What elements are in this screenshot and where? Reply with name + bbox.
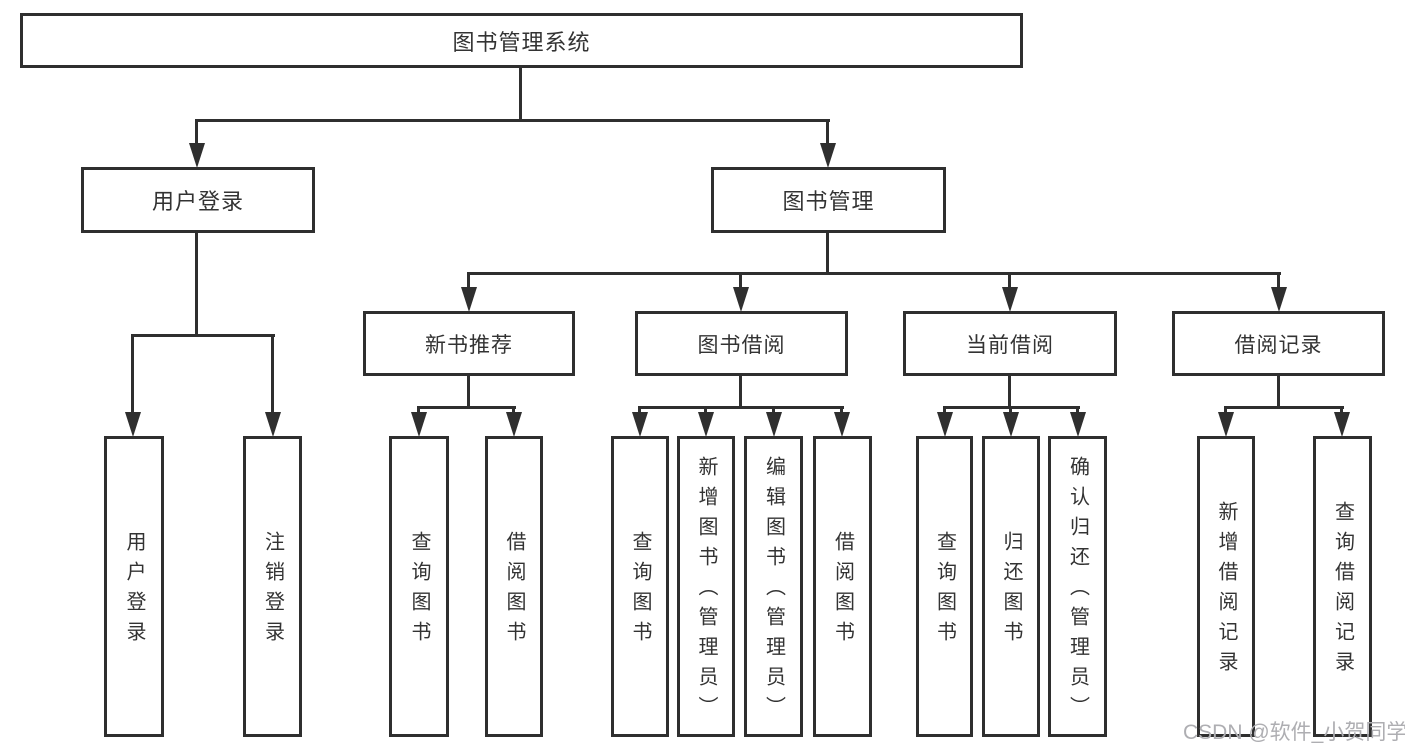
leaf-user-login: 用户登录 — [104, 436, 164, 737]
leaf-query-books-recommend: 查询图书 — [389, 436, 449, 737]
connector-line — [1008, 374, 1011, 409]
leaf-confirm-return-admin: 确认归还（管理员） — [1048, 436, 1107, 737]
arrow-head — [733, 287, 749, 312]
connector-line — [195, 231, 198, 337]
leaf-borrow-books: 借阅图书 — [813, 436, 872, 737]
leaf-add-borrow-record: 新增借阅记录 — [1197, 436, 1255, 737]
leaf-query-books-borrow: 查询图书 — [611, 436, 669, 737]
arrow-head — [1070, 412, 1086, 437]
connector-line — [467, 272, 470, 290]
arrow-head — [698, 412, 714, 437]
connector-line — [131, 334, 275, 337]
node-current-borrowing: 当前借阅 — [903, 311, 1117, 376]
connector-line — [195, 119, 198, 149]
arrow-head — [506, 412, 522, 437]
arrow-head — [1334, 412, 1350, 437]
connector-line — [417, 406, 516, 409]
connector-line — [1008, 272, 1011, 290]
arrow-head — [1002, 287, 1018, 312]
connector-line — [826, 231, 829, 275]
connector-line — [467, 374, 470, 409]
node-library-management-system: 图书管理系统 — [20, 13, 1023, 68]
leaf-edit-books-admin: 编辑图书（管理员） — [744, 436, 803, 737]
arrow-head — [189, 143, 205, 168]
node-new-book-recommend: 新书推荐 — [363, 311, 575, 376]
arrow-head — [1271, 287, 1287, 312]
connector-line — [467, 272, 1281, 275]
connector-line — [826, 119, 829, 149]
connector-line — [131, 334, 134, 416]
connector-line — [739, 272, 742, 290]
leaf-query-books-current: 查询图书 — [916, 436, 973, 737]
node-book-management: 图书管理 — [711, 167, 946, 233]
node-user-login: 用户登录 — [81, 167, 315, 233]
leaf-query-borrow-record: 查询借阅记录 — [1313, 436, 1372, 737]
arrow-head — [820, 143, 836, 168]
connector-line — [195, 119, 830, 122]
arrow-head — [834, 412, 850, 437]
arrow-head — [1003, 412, 1019, 437]
arrow-head — [632, 412, 648, 437]
leaf-return-books: 归还图书 — [982, 436, 1040, 737]
arrow-head — [766, 412, 782, 437]
connector-line — [739, 374, 742, 409]
arrow-head — [125, 412, 141, 437]
leaf-add-books-admin: 新增图书（管理员） — [677, 436, 735, 737]
arrow-head — [411, 412, 427, 437]
connector-line — [519, 66, 522, 121]
connector-line — [638, 406, 844, 409]
arrow-head — [265, 412, 281, 437]
connector-line — [1277, 374, 1280, 409]
leaf-borrow-books-recommend: 借阅图书 — [485, 436, 543, 737]
watermark: CSDN @软件_小贺同学 — [1183, 721, 1405, 744]
connector-line — [1277, 272, 1280, 290]
connector-line — [271, 334, 274, 416]
node-borrowing-records: 借阅记录 — [1172, 311, 1385, 376]
connector-line — [1224, 406, 1344, 409]
leaf-logout-login: 注销登录 — [243, 436, 302, 737]
arrow-head — [937, 412, 953, 437]
node-book-borrowing: 图书借阅 — [635, 311, 848, 376]
arrow-head — [1218, 412, 1234, 437]
arrow-head — [461, 287, 477, 312]
